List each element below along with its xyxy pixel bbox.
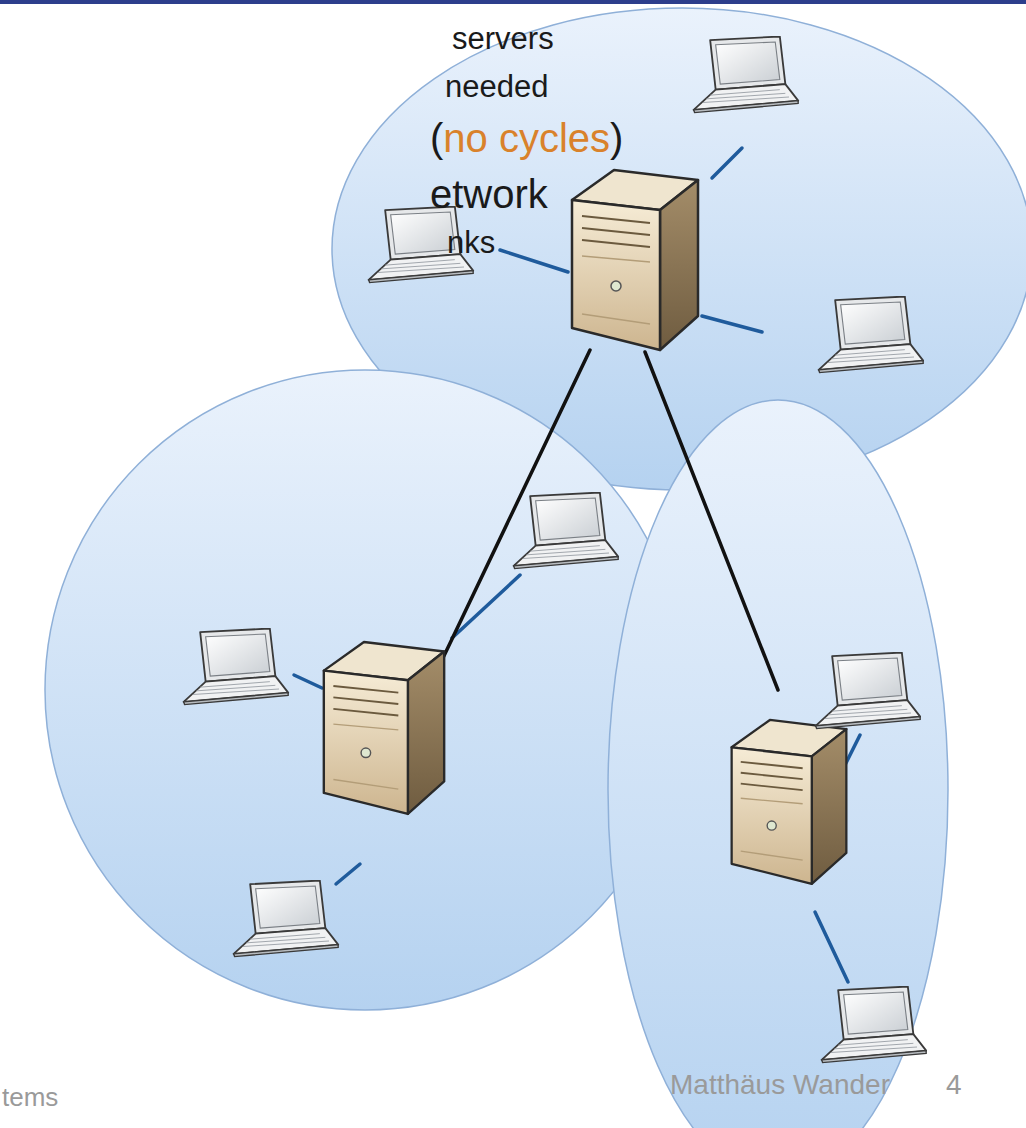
laptop-icon [694,37,799,113]
slide-text: servers [452,20,554,57]
slide-text: nks [447,224,495,261]
server-icon [324,642,444,814]
slide-text: ( [430,114,443,162]
network-region [45,370,685,1010]
laptop-icon [822,987,927,1063]
highlight-text: no cycles [443,114,610,162]
laptop-icon [184,629,288,705]
network-region [608,400,948,1128]
footer-text: tems [2,1082,58,1113]
laptop-icon [234,881,338,957]
slide-text: ) [610,114,623,162]
header-bar [0,0,1026,4]
server-icon [572,170,698,350]
laptop-icon [816,653,921,729]
footer-author: Matthäus Wander [670,1068,890,1102]
laptop-icon [514,493,619,569]
page-number: 4 [946,1068,962,1102]
slide-text: needed [445,68,548,105]
slide-text: etwork [430,170,548,218]
server-icon [732,720,847,884]
client-links [294,148,860,982]
laptop-icon [819,297,924,373]
server-links [442,350,778,690]
